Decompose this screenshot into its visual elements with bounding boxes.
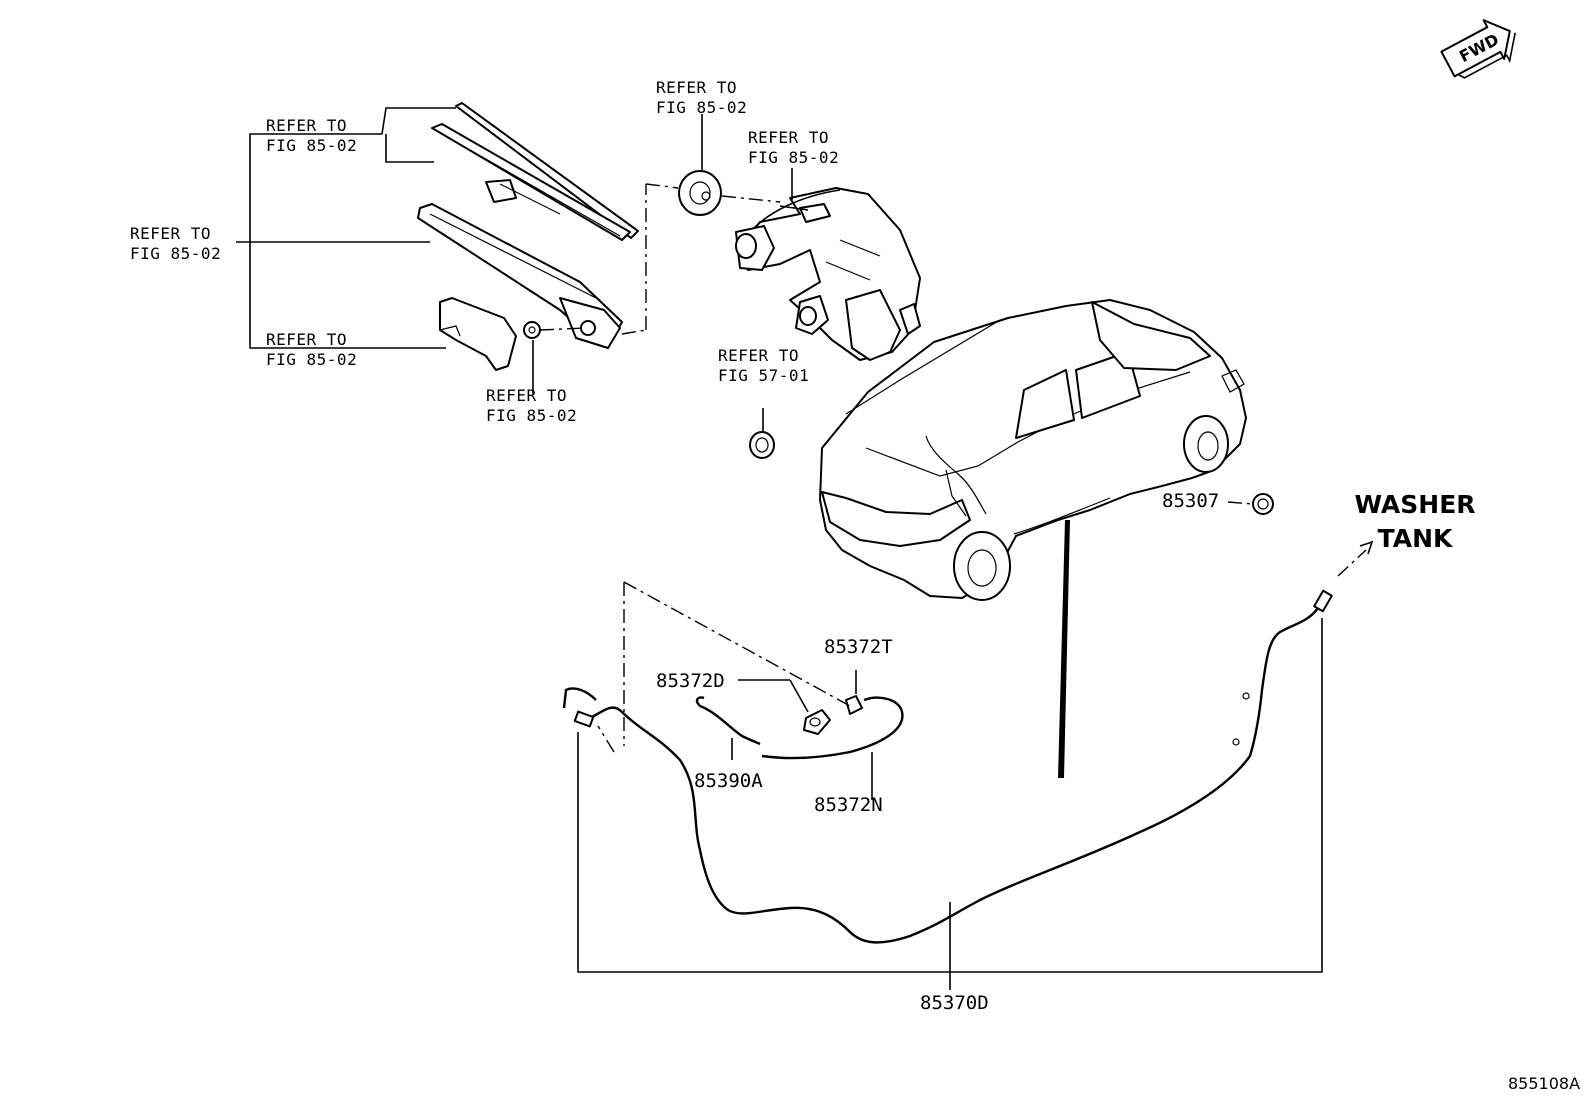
arm-head-cover [439, 297, 517, 371]
rear-wiper-motor [735, 187, 921, 361]
washer-tank-arrow-icon [1337, 540, 1374, 577]
wiper-arm [417, 203, 623, 349]
leader-lines [236, 107, 1323, 990]
part-85372D: 85372D [656, 670, 725, 692]
grommet-85307 [1227, 493, 1274, 515]
part-85370D: 85370D [920, 992, 989, 1014]
washer-nozzle-group [695, 670, 904, 800]
washer-hose [562, 589, 1333, 944]
pivot-grommet [678, 170, 781, 216]
nut [523, 321, 587, 339]
part-85372N: 85372N [814, 794, 883, 816]
fwd-arrow-icon: FWD [1440, 19, 1516, 79]
part-85307: 85307 [1162, 490, 1220, 512]
vehicle-outline [819, 299, 1247, 778]
part-85372T: 85372T [824, 636, 893, 658]
wiper-blade [431, 102, 639, 241]
hole-plug [749, 408, 775, 459]
part-85390A: 85390A [694, 770, 763, 792]
figure-id: 855108A [1508, 1074, 1581, 1093]
